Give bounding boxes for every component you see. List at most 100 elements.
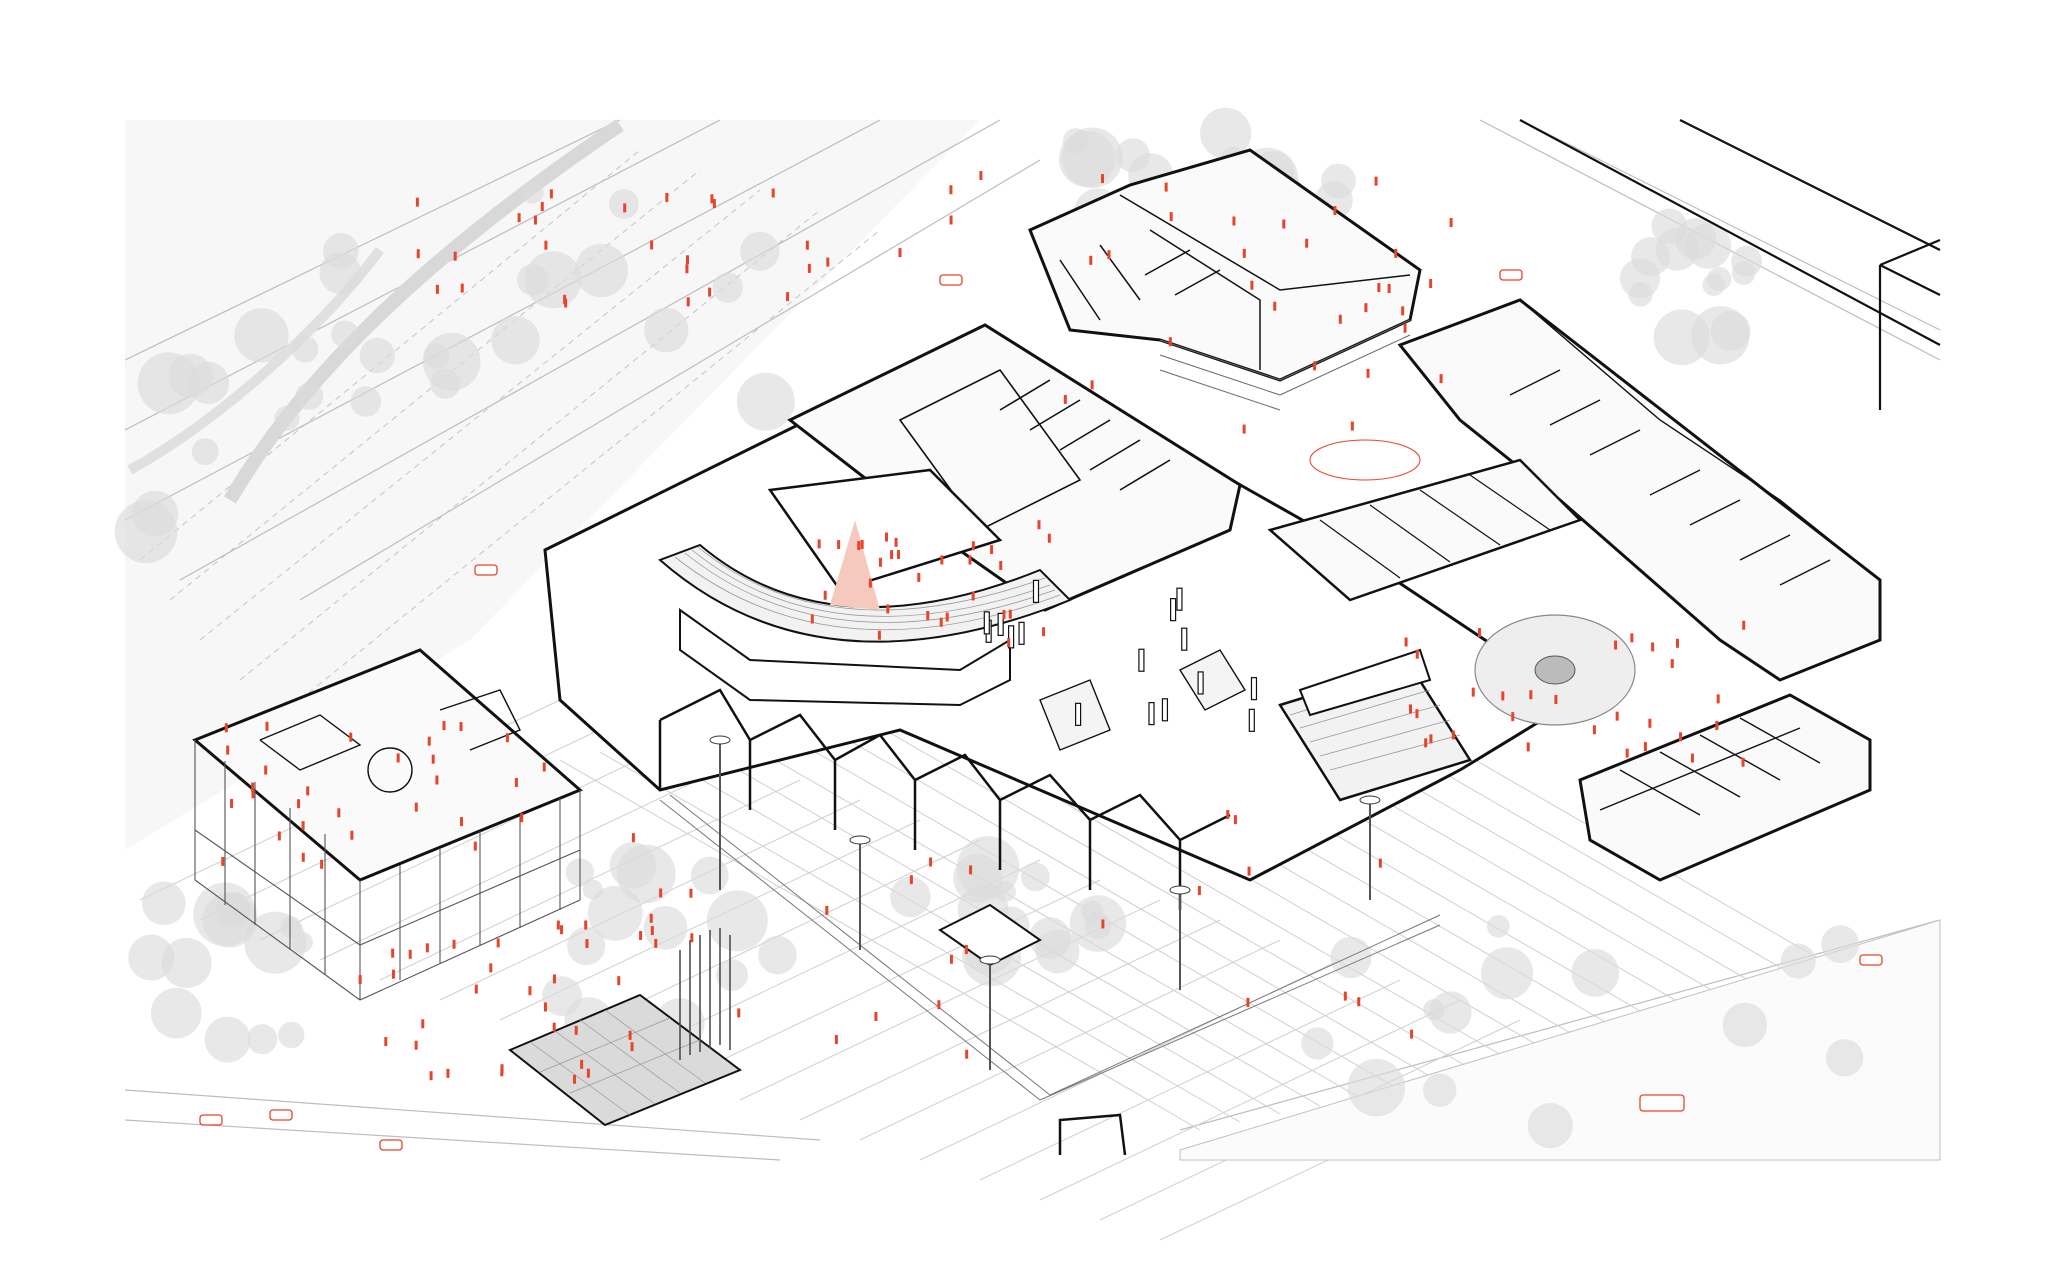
person-icon: [1424, 738, 1428, 748]
tree-icon: [736, 372, 795, 431]
person-icon: [414, 1040, 418, 1050]
person-icon: [1715, 720, 1719, 730]
person-icon: [1101, 919, 1105, 929]
auditorium: [658, 468, 1072, 707]
column: [1181, 627, 1188, 651]
tree-icon: [521, 181, 544, 204]
person-icon: [979, 171, 983, 181]
person-icon: [1008, 609, 1012, 619]
person-icon: [1501, 691, 1505, 701]
grid-line: [859, 939, 1281, 1141]
person-icon: [1002, 610, 1006, 620]
person-icon: [226, 745, 230, 755]
tree-icon: [1062, 127, 1123, 189]
person-icon: [1089, 255, 1093, 265]
person-icon: [474, 984, 478, 994]
tree-icon: [191, 438, 219, 466]
tree-icon: [953, 853, 1003, 903]
person-icon: [965, 1049, 969, 1059]
column: [983, 611, 990, 635]
person-icon: [1366, 368, 1370, 378]
person-icon: [435, 775, 439, 785]
person-icon: [1415, 709, 1419, 719]
person-icon: [826, 257, 830, 267]
person-icon: [277, 831, 281, 841]
grid-line: [799, 919, 1221, 1121]
tree-icon: [247, 1024, 278, 1055]
person-icon: [552, 1022, 556, 1032]
person-icon: [968, 555, 972, 565]
sunken-garden: [508, 993, 743, 1127]
person-icon: [868, 578, 872, 588]
monument: [679, 928, 731, 1060]
tree-icon: [274, 405, 300, 431]
tree-icon: [215, 892, 251, 929]
west-block: [192, 648, 583, 1001]
person-icon: [807, 263, 811, 273]
bus-icon: [1639, 1094, 1685, 1112]
person-icon: [585, 939, 589, 949]
car-icon: [1859, 954, 1883, 966]
person-icon: [435, 284, 439, 294]
column: [1138, 648, 1145, 672]
person-icon: [1429, 734, 1433, 744]
tree-icon: [1571, 949, 1620, 997]
person-icon: [552, 974, 556, 984]
person-icon: [737, 1008, 741, 1018]
tree-icon: [168, 353, 213, 398]
person-icon: [894, 537, 898, 547]
person-icon: [1100, 174, 1104, 184]
tree-icon: [1480, 947, 1534, 1000]
person-icon: [540, 202, 544, 212]
tree-icon: [331, 320, 359, 348]
person-icon: [391, 948, 395, 958]
person-icon: [1410, 1029, 1414, 1039]
tree-icon: [1722, 1002, 1768, 1048]
tree-icon: [587, 885, 643, 941]
person-icon: [320, 859, 324, 869]
person-icon: [301, 852, 305, 862]
person-icon: [473, 841, 477, 851]
person-icon: [1409, 704, 1413, 714]
person-icon: [639, 930, 643, 940]
person-icon: [427, 736, 431, 746]
person-icon: [489, 963, 493, 973]
person-icon: [971, 591, 975, 601]
person-icon: [1063, 394, 1067, 404]
person-icon: [560, 925, 564, 935]
person-icon: [686, 297, 690, 307]
person-icon: [224, 723, 228, 733]
person-icon: [939, 617, 943, 627]
lamp-post-icon: [849, 835, 871, 950]
vehicles: [199, 269, 1883, 1151]
person-icon: [297, 799, 301, 809]
person-icon: [514, 777, 518, 787]
stage-light-cone: [830, 520, 880, 610]
grid-line: [679, 879, 1101, 1081]
person-icon: [556, 920, 560, 930]
column: [1032, 579, 1040, 603]
person-icon: [573, 1074, 577, 1084]
person-icon: [408, 949, 412, 959]
tree-icon: [1707, 266, 1732, 292]
person-icon: [1169, 212, 1173, 222]
person-icon: [221, 856, 225, 866]
column: [1148, 702, 1155, 726]
person-icon: [1226, 810, 1230, 820]
tree-icon: [574, 243, 629, 298]
person-icon: [860, 539, 864, 549]
person-icon: [533, 215, 537, 225]
person-icon: [659, 888, 663, 898]
person-icon: [771, 188, 775, 198]
courtyard-plaza: [1309, 439, 1636, 726]
car-icon: [379, 1139, 403, 1151]
person-icon: [1246, 997, 1250, 1007]
tree-icon: [1321, 163, 1356, 199]
grid-line: [599, 751, 1241, 1123]
person-icon: [1107, 250, 1111, 260]
person-icon: [505, 733, 509, 743]
grid-line: [259, 739, 681, 941]
person-icon: [574, 1025, 578, 1035]
north-block: [1028, 148, 1422, 411]
